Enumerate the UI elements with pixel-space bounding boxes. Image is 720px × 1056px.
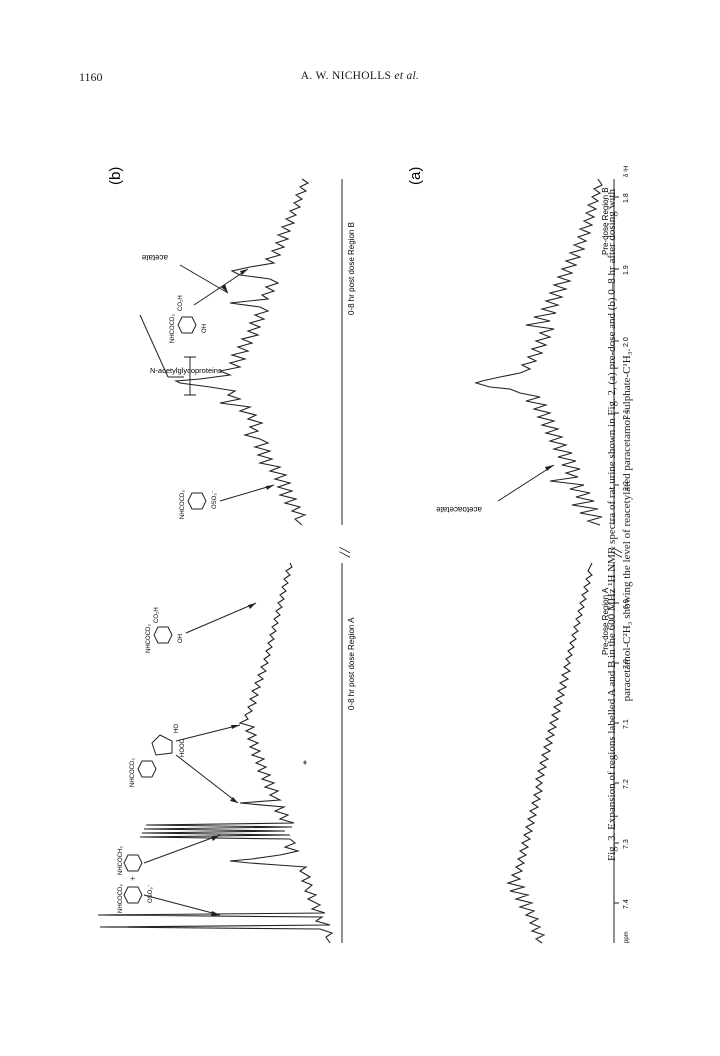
caption-line-2: paracetamol-C²H₃ showing the level of re… — [621, 348, 633, 702]
asterisk-marker: * — [302, 760, 313, 765]
running-head-authors: A. W. NICHOLLS — [300, 70, 392, 82]
ticks-region-a: 7.4 7.3 7.2 7.1 7.0 6.9 ppm — [614, 599, 630, 943]
structure-label-nhcoch3: NHCOCH₃ — [118, 846, 124, 875]
sulphate-b-label-nhcocd3: NHCOCD₃ — [180, 490, 186, 519]
tick-a-3: 7.1 — [623, 719, 630, 729]
tick-a-2: 7.2 — [623, 779, 630, 789]
glucuronide-label-hooc: HOOC — [180, 738, 186, 757]
figure-caption: Fig. 3. Expansion of regions labelled A … — [605, 95, 655, 955]
structure-plus: + — [128, 876, 138, 881]
panel-b-region-a-label: 0-8 hr post dose Region A — [347, 617, 356, 710]
ticks-region-b: 2.2 2.1 2.0 1.9 1.8 δ ¹H — [614, 166, 630, 491]
axis-break-b: // — [337, 547, 354, 558]
mercapturate-a-label-nhcocd3: NHCOCD₃ — [146, 624, 152, 653]
tick-b-3: 1.9 — [623, 265, 630, 275]
panel-b-label: (b) — [107, 167, 124, 185]
spectrum-a-region-a — [506, 562, 593, 944]
glucuronide-structure: NHCOCD₃ HOOC HO — [130, 724, 241, 804]
axis-unit-ppm: ppm — [624, 931, 630, 943]
mercapturate-a-label-co2h: CO₂H — [154, 607, 160, 623]
tick-b-2: 2.0 — [623, 337, 630, 347]
mercapturate-b-label-co2h: CO₂H — [178, 295, 184, 311]
running-head: A. W. NICHOLLS et al. — [0, 70, 720, 82]
structure-label-oso3: OSO₃⁻ — [148, 884, 154, 903]
tick-b-0: 2.2 — [623, 481, 630, 491]
glucuronide-label-ho: HO — [174, 724, 180, 733]
axis-break-a: // — [609, 547, 626, 558]
tick-a-1: 7.3 — [623, 839, 630, 849]
mercapturate-b-label-nhcocd3: NHCOCD₃ — [170, 314, 176, 343]
nmr-spectra-svg: (b) 0-8 hr post dose Region A 0-8 hr pos… — [97, 166, 630, 944]
sulphate-b-label-oso3: OSO₃⁻ — [212, 490, 218, 509]
panel-a-region-a-label: Pre-dose Region A — [601, 587, 610, 655]
panel-a-region-b-label: Pre-dose Region B — [601, 187, 610, 255]
panel-a: (a) 7.4 7.3 7.2 7.1 7.0 6.9 ppm — [407, 166, 630, 944]
mercapturate-a-label-oh: OH — [178, 634, 184, 643]
glucuronide-label-nhcocd3: NHCOCD₃ — [130, 758, 136, 787]
panel-b-region-b-label: 0-8 hr post dose Region B — [347, 222, 356, 315]
n-acetylglycoproteins-annotation: N-acetylglycoproteins — [139, 314, 222, 396]
caption-line-1: Fig. 3. Expansion of regions labelled A … — [606, 188, 618, 862]
panel-a-label: (a) — [407, 167, 424, 185]
sulphate-structures: NHCOCD₃ NHCOCH₃ OSO₃⁻ + — [118, 834, 221, 916]
tick-a-5: 6.9 — [623, 599, 630, 609]
figure-rotated-frame: (b) 0-8 hr post dose Region A 0-8 hr pos… — [80, 95, 670, 955]
spectrum-b-region-b — [173, 178, 310, 526]
acetate-annotation: acetate — [141, 253, 229, 294]
tick-a-0: 7.4 — [623, 899, 630, 909]
n-acetylglycoproteins-label: N-acetylglycoproteins — [150, 366, 222, 375]
mercapturate-b-label-oh: OH — [202, 324, 208, 333]
page-header: 1160 A. W. NICHOLLS et al. — [0, 70, 720, 90]
structure-label-nhcocd3: NHCOCD₃ — [118, 884, 124, 913]
spectrum-a-region-b — [474, 178, 603, 526]
tick-a-4: 7.0 — [623, 659, 630, 669]
mercapturate-structure-a: NHCOCD₃ CO₂H OH — [146, 602, 257, 653]
spectrum-b-region-a — [97, 562, 334, 944]
acetoacetate-label: acetoacetate — [436, 505, 482, 514]
sulphate-structure-b: NHCOCD₃ OSO₃⁻ — [180, 484, 275, 519]
panel-b: (b) 0-8 hr post dose Region A 0-8 hr pos… — [97, 167, 356, 944]
running-head-et-al: et al. — [394, 70, 420, 82]
axis-unit-delta: δ ¹H — [624, 166, 630, 177]
tick-b-1: 2.1 — [623, 409, 630, 419]
page-number: 1160 — [79, 70, 103, 84]
acetoacetate-annotation: acetoacetate — [436, 464, 555, 514]
acetate-label: acetate — [141, 253, 168, 262]
mercapturate-structure-b: NHCOCD₃ CO₂H OH — [170, 268, 249, 343]
tick-b-4: 1.8 — [623, 193, 630, 203]
